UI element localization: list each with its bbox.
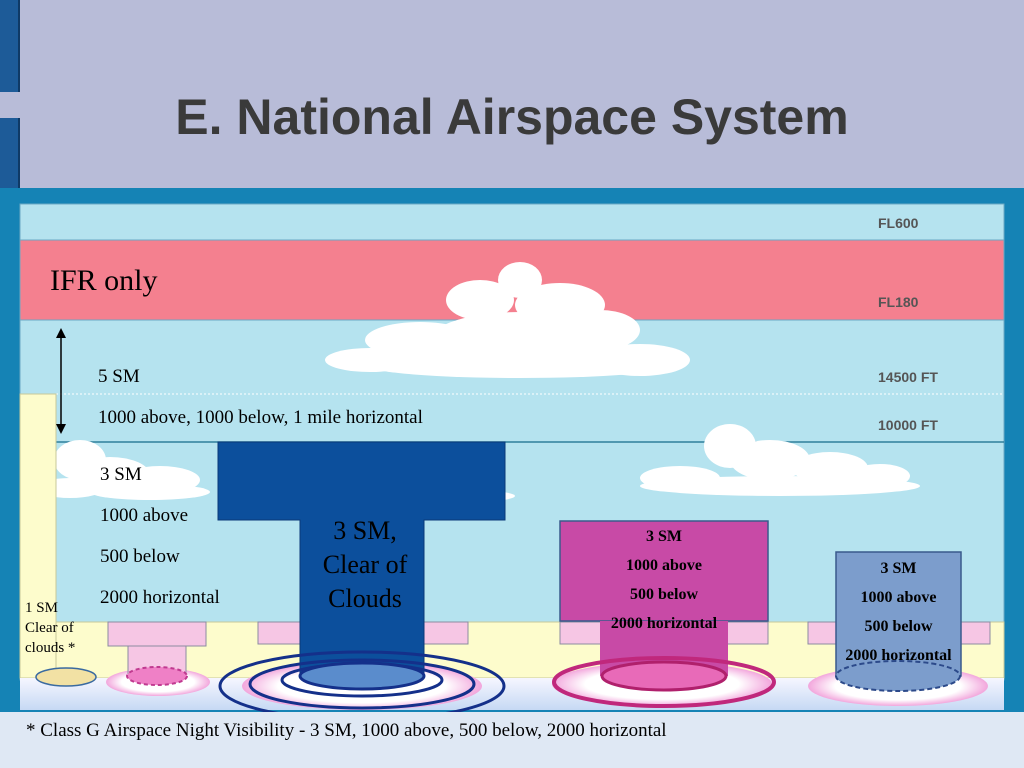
class-b-surface (298, 661, 426, 691)
class-e-upper-clearance: 1000 above, 1000 below, 1 mile horizonta… (98, 407, 423, 428)
class-a-upper-band (19, 203, 1005, 241)
class-c-surface (600, 660, 728, 692)
footnote: * Class G Airspace Night Visibility - 3 … (26, 720, 667, 741)
dashed-circle-d-small (126, 666, 188, 686)
class-c-ring (552, 656, 776, 708)
class-d-label: 3 SM 1000 above 500 below 2000 horizonta… (826, 554, 971, 670)
class-g-surface (35, 667, 97, 687)
class-g-left-column (19, 393, 57, 679)
class-g-line-1: 1 SM (25, 600, 58, 616)
class-b-line-2: Clear of (322, 550, 408, 579)
altitude-14500: 14500 FT (878, 369, 938, 385)
cloud-large (325, 262, 690, 378)
cloud-left (36, 440, 210, 500)
class-g-line-3: clouds * (25, 640, 76, 656)
altitude-10000: 10000 FT (878, 417, 938, 433)
page-title: E. National Airspace System (175, 89, 849, 145)
visibility-arrow-head-down (56, 424, 66, 434)
class-b-airspace (217, 441, 506, 677)
class-d-airspace (835, 551, 962, 677)
ifr-only-label: IFR only (50, 264, 158, 297)
class-e-lower-line-4: 2000 horizontal (100, 587, 220, 608)
class-c-line-1: 3 SM (646, 528, 682, 545)
class-tab-1 (107, 621, 207, 647)
class-e-upper-visibility: 5 SM (98, 366, 140, 387)
class-c-line-3: 500 below (630, 586, 698, 603)
class-b-line-3: Clouds (328, 584, 402, 613)
class-d-line-3: 500 below (864, 618, 933, 635)
visibility-arrow-head-up (56, 328, 66, 338)
class-c-label: 3 SM 1000 above 500 below 2000 horizonta… (560, 522, 768, 638)
class-e-lower-line-1: 3 SM (100, 464, 142, 485)
class-e-lower-line-2: 1000 above (100, 505, 189, 526)
slide-accent-bar-bottom (0, 118, 20, 188)
class-d-line-2: 1000 above (860, 589, 937, 606)
altitude-fl180: FL180 (878, 294, 919, 310)
class-b-line-1: 3 SM, (333, 516, 397, 545)
class-c-line-4: 2000 horizontal (610, 615, 718, 632)
slide-accent-bar-top (0, 0, 20, 92)
cloud-right (640, 424, 920, 496)
class-c-upper (559, 520, 769, 622)
class-g-label: 1 SM Clear of clouds * (25, 598, 75, 658)
class-d-line-1: 3 SM (880, 560, 917, 577)
class-b-ring-2 (248, 658, 476, 710)
class-c-line-2: 1000 above (626, 557, 702, 574)
class-b-label: 3 SM, Clear of Clouds (300, 514, 430, 616)
class-d-surface (835, 660, 961, 692)
altitude-fl600: FL600 (878, 215, 919, 231)
class-e-lower-line-3: 500 below (100, 546, 180, 567)
class-d-line-4: 2000 horizontal (845, 647, 952, 664)
class-g-line-2: Clear of (25, 620, 74, 636)
slide-footer (0, 712, 1024, 768)
